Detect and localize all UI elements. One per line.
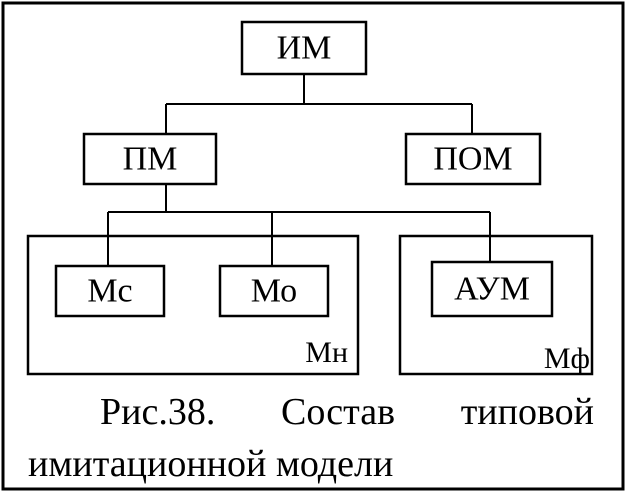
node-box-im	[240, 20, 368, 76]
node-label-mc: Мс	[87, 273, 132, 310]
group-box-mf	[398, 234, 594, 376]
caption-word-composition: Состав	[281, 391, 396, 433]
node-label-aum: АУМ	[454, 271, 530, 308]
node-label-pom: ПОМ	[433, 141, 512, 178]
node-box-mo	[218, 264, 330, 318]
group-label-mf: Мф	[544, 342, 590, 375]
node-label-im: ИМ	[277, 30, 332, 67]
caption-word-typical: типовой	[460, 391, 594, 433]
node-box-pom	[404, 132, 542, 186]
group-box-mn	[26, 234, 360, 376]
connector-im-children	[165, 74, 473, 134]
figure-caption-line1: Рис.38. Состав типовой	[100, 388, 594, 436]
figure-caption-line2: имитационной модели	[28, 443, 394, 485]
node-label-pm: ПМ	[123, 141, 178, 178]
group-label-mn: Мн	[305, 336, 348, 369]
node-box-mc	[54, 264, 166, 318]
node-box-aum	[430, 260, 554, 318]
node-box-pm	[82, 132, 218, 186]
caption-figure-number: Рис.38.	[100, 391, 216, 433]
node-label-mo: Мо	[251, 273, 297, 310]
connector-pm-children	[107, 184, 491, 266]
